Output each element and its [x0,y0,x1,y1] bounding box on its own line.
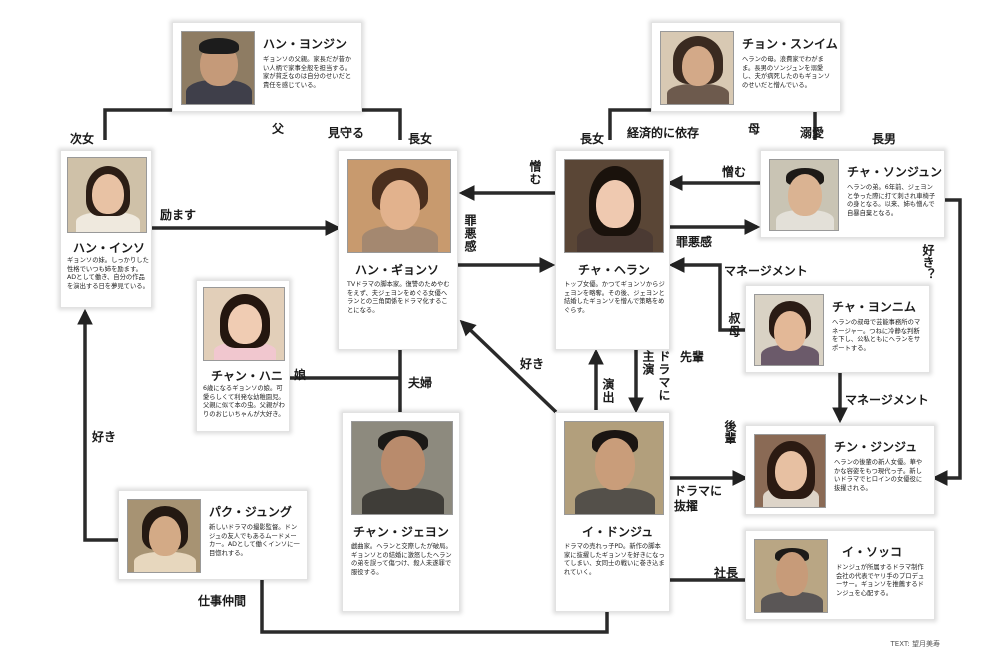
desc-chang-jeyon: 戯曲家。ヘランと交際したが破局。ギョンソとの結婚に激怒したヘランの弟を誤って傷つ… [351,543,452,576]
card-chang-hani[interactable]: チャン・ハニ 6歳になるギョンソの娘。可愛らしくて利発な幼稚園児。父親に似て本の… [196,280,290,432]
label-colleague: 仕事仲間 [198,594,247,608]
label-sonjun-love: 好き？ [921,244,935,280]
name-paku-jungu: パク・ジュング [209,505,292,519]
label-mother: 母 [748,122,761,136]
card-i-sokko[interactable]: イ・ソッコ ドンジュが所属するドラマ制作会社の代表でヤリ手のプロデューサー。ギョ… [745,530,935,620]
desc-cha-yonnim: ヘランの叔母で芸能事務所のマネージャー。つねに冷静な判断を下し、公私ともにヘラン… [832,319,921,352]
label-promote: ドラマに抜擢 [674,484,723,513]
photo-cha-yonnim [754,294,824,366]
label-guilt-right: 罪悪感 [676,235,713,249]
label-star: 主演 [641,350,655,376]
photo-chang-jeyon [351,421,453,515]
label-dote: 溺愛 [800,126,825,140]
card-han-gyongso[interactable]: ハン・ギョンソ TVドラマの脚本家。復讐のためやむをえず、夫ジェヨンをめぐる女優… [338,150,458,350]
label-married: 夫婦 [408,376,433,390]
desc-jeon-sunim: ヘランの母。浪費家でわがまま。長男のソンジュンを溺愛し、夫が病死したのもギョンソ… [742,56,831,89]
card-paku-jungu[interactable]: パク・ジュング 新しいドラマの撮影監督。ドンジュの友人でもあるムードメーカー。A… [118,490,308,580]
label-second-daughter: 次女 [70,132,95,146]
label-junior: 後輩 [723,420,737,444]
desc-han-yongjin: ギョンソの父親。家長だが昔かい人柄で家事全般を担当する。家が貧乏なのは自分のせい… [263,56,352,89]
photo-chang-hani [203,287,285,361]
name-chin-jinju: チン・ジンジュ [834,440,918,454]
card-han-inso[interactable]: ハン・インソ ギョンソの妹。しっかりした性格でいつも姉を励ます。ADとして働き、… [60,150,152,308]
label-love-inso: 好き [92,430,117,444]
label-elder-daughter-left: 長女 [408,132,433,146]
name-han-inso: ハン・インソ [73,241,146,255]
card-han-yongjin[interactable]: ハン・ヨンジン ギョンソの父親。家長だが昔かい人柄で家事全般を担当する。家が貧乏… [172,22,362,112]
name-cha-sonjun: チャ・ソンジュン [847,165,943,179]
card-cha-yonnim[interactable]: チャ・ヨンニム ヘランの叔母で芸能事務所のマネージャー。つねに冷静な判断を下し、… [745,285,930,373]
edge-love-dongju [459,319,558,414]
name-cha-yonnim: チャ・ヨンニム [832,300,916,314]
edge-manage-heran [668,257,745,332]
card-chin-jinju[interactable]: チン・ジンジュ ヘランの後輩の新人女優。華やかな容姿をもつ現代っ子。新しいドラマ… [745,425,935,515]
photo-i-sokko [754,539,828,613]
card-i-dongju[interactable]: イ・ドンジュ ドラマの売れっ子PD。新作の脚本家に抜擢したギョンソを好きになって… [555,412,670,612]
name-han-yongjin: ハン・ヨンジン [263,37,348,51]
label-elder-daughter-right: 長女 [580,132,605,146]
card-cha-sonjun[interactable]: チャ・ソンジュン ヘランの弟。6年前、ジェヨンと争った際に打て刺され車椅子の身と… [760,150,945,238]
photo-cha-sonjun [769,159,839,231]
label-watches: 見守る [328,126,365,140]
photo-jeon-sunim [660,31,734,105]
label-hate-left: 憎む [528,160,542,186]
desc-chin-jinju: ヘランの後輩の新人女優。華やかな容姿をもつ現代っ子。新しいドラマでヒロインの女優… [834,459,923,492]
name-han-gyongso: ハン・ギョンソ [355,263,440,277]
desc-cha-sonjun: ヘランの弟。6年前、ジェヨンと争った際に打て刺され車椅子の身となる。以来、姉も憎… [847,184,936,217]
desc-han-gyongso: TVドラマの脚本家。復讐のためやむをえず、夫ジェヨンをめぐる女優ヘランとの三角関… [347,281,450,314]
photo-chin-jinju [754,434,826,508]
photo-han-yongjin [181,31,255,105]
label-encourage: 励ます [160,208,197,222]
desc-chang-hani: 6歳になるギョンソの娘。可愛らしくて利発な幼稚園児。父親に似て本の虫。父親がわり… [203,385,285,418]
label-guilt-left: 罪悪感 [463,214,477,253]
label-manage-1: マネージメント [724,264,808,278]
desc-i-sokko: ドンジュが所属するドラマ制作会社の代表でヤリ手のプロデューサー。ギョンソを推薦す… [836,564,925,597]
card-chang-jeyon[interactable]: チャン・ジェヨン 戯曲家。ヘランと交際したが破局。ギョンソとの結婚に激怒したヘラ… [342,412,460,612]
edge-love-inso [77,308,118,542]
label-president: 社長 [714,566,739,580]
credit: TEXT: 望月美寿 [890,640,940,648]
label-daughter: 娘 [294,368,307,382]
name-chang-hani: チャン・ハニ [211,369,283,383]
label-senior: 先輩 [680,350,705,364]
label-love-dongju: 好き [520,357,545,371]
photo-i-dongju [564,421,664,515]
name-i-sokko: イ・ソッコ [842,545,903,559]
label-hate-right: 憎む [722,165,747,179]
edge-colleague [260,580,609,634]
photo-han-inso [67,157,147,233]
label-direct: 演出 [601,378,615,404]
edge-sonjun-love [931,198,962,486]
photo-han-gyongso [347,159,451,253]
photo-paku-jungu [127,499,201,573]
label-drama: ドラマに [657,350,671,402]
label-aunt: 叔母 [727,312,741,338]
label-eldest-son: 長男 [872,132,897,146]
desc-paku-jungu: 新しいドラマの撮影監督。ドンジュの友人でもあるムードメーカー。ADとして働くイン… [209,524,300,557]
card-jeon-sunim[interactable]: チョン・スンイム ヘランの母。浪費家でわがまま。長男のソンジュンを溺愛し、夫が病… [651,22,841,112]
name-i-dongju: イ・ドンジュ [582,525,654,539]
name-jeon-sunim: チョン・スンイム [742,37,838,51]
label-father: 父 [272,122,285,136]
label-manage-2: マネージメント [845,393,929,407]
desc-han-inso: ギョンソの妹。しっかりした性格でいつも姉を励ます。ADとして働き、自分の作品を演… [67,257,149,290]
photo-cha-heran [564,159,664,253]
name-cha-heran: チャ・ヘラン [578,263,650,277]
name-chang-jeyon: チャン・ジェヨン [353,525,449,539]
desc-i-dongju: ドラマの売れっ子PD。新作の脚本家に抜擢したギョンソを好きになってしまい、女同士… [564,543,665,576]
label-financial-dependence: 経済的に依存 [627,126,700,140]
card-cha-heran[interactable]: チャ・ヘラン トップ女優。かつてギョンソからジェヨンを略奪。その後、ジェヨンと結… [555,150,670,350]
desc-cha-heran: トップ女優。かつてギョンソからジェヨンを略奪。その後、ジェヨンと結婚したギョンソ… [564,281,665,314]
